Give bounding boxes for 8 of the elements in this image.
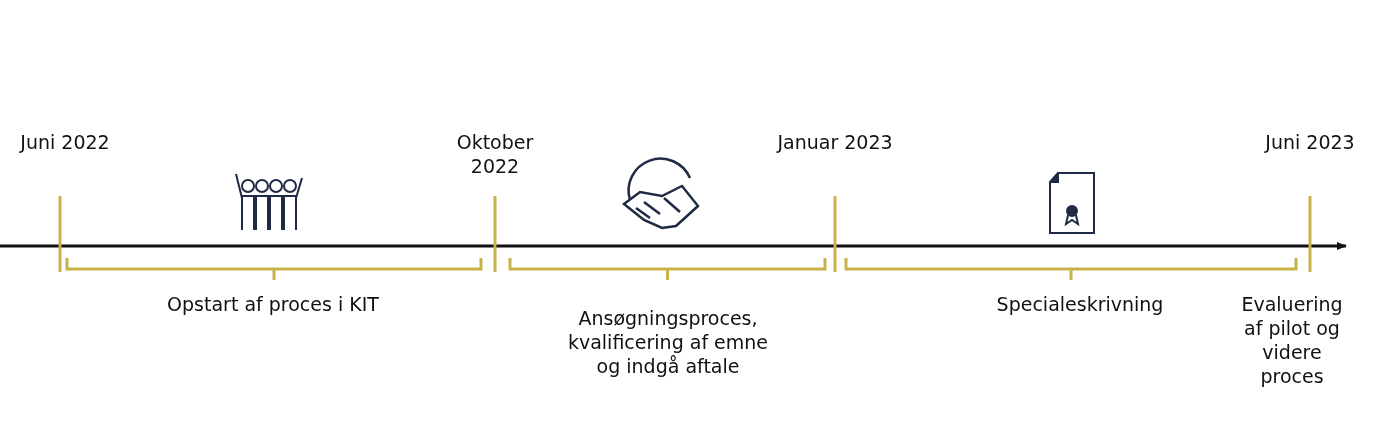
date-label: Juni 2022 [18,130,111,154]
phase-label: Opstart af proces i KIT [166,292,380,316]
phase-label: Ansøgningsproces, kvalificering af emne og indgå aftale [566,306,770,378]
date-label: Juni 2023 [1263,130,1356,154]
phase-label: Evaluering af pilot og videre proces [1240,292,1344,388]
date-label: Oktober 2022 [455,130,535,178]
phase-label: Specialeskrivning [995,292,1165,316]
date-label: Januar 2023 [775,130,894,154]
